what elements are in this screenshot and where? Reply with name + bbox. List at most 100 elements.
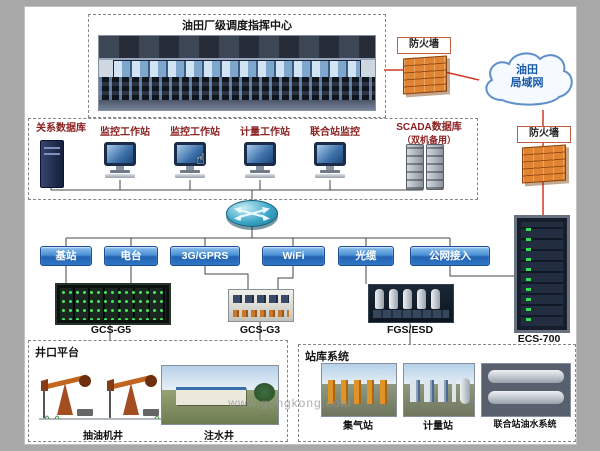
keyboard-icon [315,174,345,178]
link-3g-gprs: 3G/GPRS [170,246,240,266]
dcs-label: ECS-700 [517,333,561,345]
plc-terminals-top [233,295,289,303]
monitor-base [250,170,270,173]
cloud-label: 油田 局域网 [477,64,577,90]
monitor-icon [172,142,208,178]
dcs-cabinet-icon [514,215,570,333]
drive-slot [44,147,60,149]
bottle-icon [403,289,412,309]
bottle-icon [389,289,398,309]
link-wifi: WiFi [262,246,325,266]
scada-db-label: SCADA数据库 （双机备用） [386,122,472,146]
firewall-icon [403,55,447,95]
bottle-icon [375,289,384,309]
cloud-label-line2: 局域网 [510,77,544,89]
photo-building [175,386,246,405]
metering-station-label: 计量站 [423,421,453,432]
pumpjack-icon [39,374,167,420]
monitor-screen [104,142,136,166]
control-room-desks [99,77,375,100]
monitor-screen [174,142,206,166]
scada-server-icon [406,144,424,190]
hand-cursor-icon: ☝ [196,151,206,168]
monitor-stand [186,166,194,170]
watermark: www.gongkong.com [228,396,352,410]
photo-tree [253,383,275,402]
rtu-rack-leds [60,288,166,320]
workstation-label-2: 监控工作站 [170,127,220,138]
keyboard-icon [175,174,205,178]
scada-server-icon [426,144,444,190]
monitor-screen [314,142,346,166]
bottle-icon [417,289,426,309]
router-icon [226,200,278,227]
gas-station-label: 集气站 [343,421,373,432]
scada-db-label-line2: （双机备用） [401,135,456,145]
gas-bottles [375,289,440,309]
plc-terminals-bottom [233,310,289,317]
union-station-photo [481,363,571,417]
cloud-label-line1: 油田 [516,64,538,76]
bottle-icon [431,289,440,309]
monitor-base [110,170,130,173]
pump-well-label: 抽油机井 [83,431,123,442]
firewall-icon [522,144,566,184]
photo-cabinets [409,379,456,403]
cloud-icon [485,52,573,106]
plc-module-icon [228,289,294,322]
photo-tank [488,370,564,383]
monitor-base [180,170,200,173]
injection-well-photo [161,365,279,425]
workstation-label-1: 监控工作站 [100,127,150,138]
firewall-right-label: 防火墙 [517,126,571,143]
keyboard-icon [105,174,135,178]
monitor-icon [242,142,278,178]
wellhead-title: 井口平台 [35,347,79,359]
database-label: 关系数据库 [36,123,86,134]
monitor-stand [116,166,124,170]
link-radio: 电台 [104,246,158,266]
union-station-label: 联合站油水系统 [493,419,557,429]
control-room-floor [99,99,375,110]
fgs-esd-icon [368,284,454,323]
metering-station-photo [403,363,475,417]
rtu-rack-icon [55,283,171,325]
rtu-label: GCS-G5 [90,324,132,336]
monitor-stand [326,166,334,170]
link-public-network: 公网接入 [410,246,490,266]
injection-well-label: 注水井 [204,431,234,442]
monitor-icon [312,142,348,178]
monitor-icon [102,142,138,178]
gas-station-photo [321,363,397,417]
drive-slot [44,153,60,155]
command-center-title: 油田厂级调度指挥中心 [182,20,292,32]
workstations-box [28,118,478,200]
fgs-label: FGS/ESD [386,324,434,336]
router-arrows [234,207,270,221]
database-server-icon [40,140,64,188]
workstation-label-4: 联合站监控 [310,127,360,138]
monitor-stand [256,166,264,170]
station-title: 站库系统 [305,351,349,363]
monitor-base [320,170,340,173]
keyboard-icon [245,174,275,178]
wellhead-box: 井口平台 抽油机井 [28,340,288,442]
photo-tank [460,377,470,404]
station-box: 站库系统 集气站 计量站 联合站油水系统 [298,344,576,442]
photo-tank [488,391,564,404]
workstation-label-3: 计量工作站 [240,127,290,138]
plc-label: GCS-G3 [239,324,281,336]
fgs-base [373,310,449,318]
link-base-station: 基站 [40,246,92,266]
scada-db-label-line1: SCADA数据库 [396,122,462,133]
monitor-screen [244,142,276,166]
command-center-box: 油田厂级调度指挥中心 [88,14,386,118]
dcs-leds [526,227,531,321]
control-room-ceiling [99,36,375,61]
control-room-photo [98,35,376,111]
photo-pipes [327,379,391,404]
firewall-top-label: 防火墙 [397,37,451,54]
oilfield-lan-cloud: 油田 局域网 [477,44,577,112]
control-room-videowall [112,59,362,78]
